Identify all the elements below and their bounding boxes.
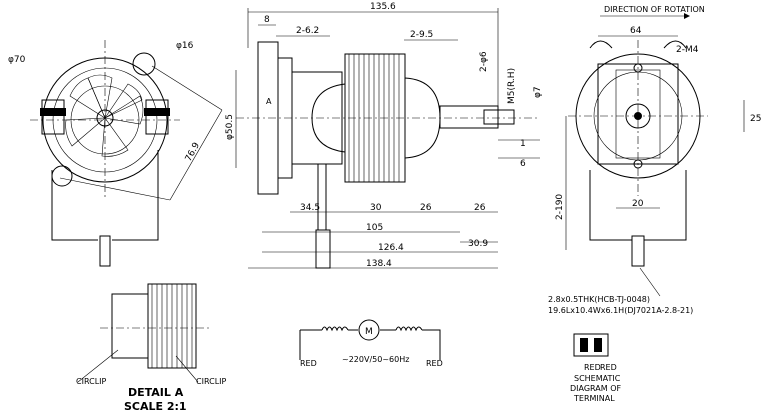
- dim-126-4: 126.4: [378, 243, 404, 253]
- dim-line-76-9-ext2: [59, 177, 171, 201]
- rotation-arrow-head: [684, 13, 690, 19]
- dim-105: 105: [366, 223, 383, 233]
- dim-34-5: 34.5: [300, 203, 320, 213]
- terminal-pin-left: [580, 338, 588, 352]
- dim-6: 6: [520, 159, 526, 169]
- detail-circlip-leader-right: [175, 355, 199, 383]
- detail-a-view: [77, 283, 210, 383]
- circuit-wiring: [299, 329, 441, 360]
- dim-phi70: φ70: [8, 55, 26, 65]
- dim-20: 20: [632, 199, 644, 209]
- detail-circlip-leader-left: [77, 349, 119, 383]
- detail-shaft-block: [111, 293, 149, 359]
- dim-2-9-5: 2-9.5: [410, 30, 433, 40]
- dim-30-9: 30.9: [468, 239, 488, 249]
- front-connector: [99, 235, 111, 267]
- dim-25: 25: [750, 114, 761, 124]
- left-bracket: [41, 99, 65, 135]
- motor-symbol: [358, 319, 380, 341]
- dim-30: 30: [370, 203, 382, 213]
- terminal-spec-line-1: 2.8x0.5THK(HCB-TJ-0048): [548, 295, 650, 304]
- terminal-schematic: [573, 333, 609, 357]
- dim-26-b: 26: [474, 203, 486, 213]
- dim-2-6-2: 2-6.2: [296, 26, 319, 36]
- terminal-spec-line-2: 19.6Lx10.4Wx6.1H(DJ7021A-2.8-21): [548, 306, 693, 315]
- dim-line-76-9: [169, 109, 223, 201]
- rear-mount-ears: [589, 40, 687, 49]
- dim-64: 64: [630, 26, 642, 36]
- side-connector: [315, 229, 331, 269]
- dim-26-a: 26: [420, 203, 432, 213]
- motor-symbol-label: M: [365, 327, 373, 337]
- dim-138-4: 138.4: [366, 259, 392, 269]
- front-lead-wires: [51, 150, 159, 241]
- section-marker-a: A: [266, 97, 272, 106]
- mount-boss-left: [51, 165, 73, 187]
- detail-scale: SCALE 2:1: [124, 400, 187, 413]
- circuit-diagram: [299, 319, 441, 360]
- terminal-title-3: TERMINAL: [573, 394, 615, 403]
- side-view: [235, 8, 540, 269]
- dim-m5: M5(R.H): [507, 68, 517, 104]
- dim-76-9: 76.9: [184, 141, 202, 164]
- front-view: [30, 40, 223, 267]
- dim-2-190: 2-190: [555, 194, 565, 220]
- detail-title: DETAIL A: [128, 386, 184, 399]
- detail-circlip-label-left: CIRCLIP: [76, 377, 107, 386]
- detail-circlip-label-right: CIRCLIP: [196, 377, 227, 386]
- mount-boss-right: [132, 52, 156, 76]
- terminal-title-1: SCHEMATIC: [574, 374, 621, 383]
- right-bracket: [145, 99, 169, 135]
- terminal-lead-right: RED: [600, 363, 617, 372]
- dim-phi7: φ7: [533, 86, 543, 98]
- rotation-title: DIRECTION OF ROTATION: [604, 5, 705, 14]
- field-coil-right: [395, 326, 423, 332]
- circuit-lead-right: RED: [426, 359, 443, 368]
- shaft-housing: [439, 105, 499, 129]
- circuit-lead-left: RED: [300, 359, 317, 368]
- dim-2-m4: 2-M4: [676, 45, 699, 55]
- dim-phi16: φ16: [176, 41, 194, 51]
- side-lead-wires: [317, 164, 327, 230]
- fan-blades: [65, 74, 144, 157]
- dim-135-6: 135.6: [370, 2, 396, 12]
- dim-phi50-5: φ50.5: [225, 114, 235, 140]
- terminal-spec-leader: [639, 267, 661, 297]
- dim-2-phi6: 2-φ6: [479, 51, 489, 72]
- terminal-pin-right: [594, 338, 602, 352]
- terminal-body: [573, 333, 609, 357]
- detail-lamination-lines: [151, 284, 193, 368]
- terminal-lead-left: RED: [584, 363, 601, 372]
- left-bracket-bar: [40, 108, 66, 116]
- rear-view: [565, 13, 745, 267]
- dim-1: 1: [520, 139, 526, 149]
- shaft-threaded-end: [483, 109, 515, 125]
- supply-voltage: ~220V/50~60Hz: [342, 355, 409, 364]
- dim-line-76-9-ext: [151, 65, 223, 111]
- right-bracket-bar: [144, 108, 170, 116]
- rear-connector: [631, 235, 645, 267]
- dim-8: 8: [264, 15, 270, 25]
- rear-lead-wires: [589, 170, 687, 241]
- terminal-title-2: DIAGRAM OF: [570, 384, 622, 393]
- field-coil-left: [321, 326, 349, 332]
